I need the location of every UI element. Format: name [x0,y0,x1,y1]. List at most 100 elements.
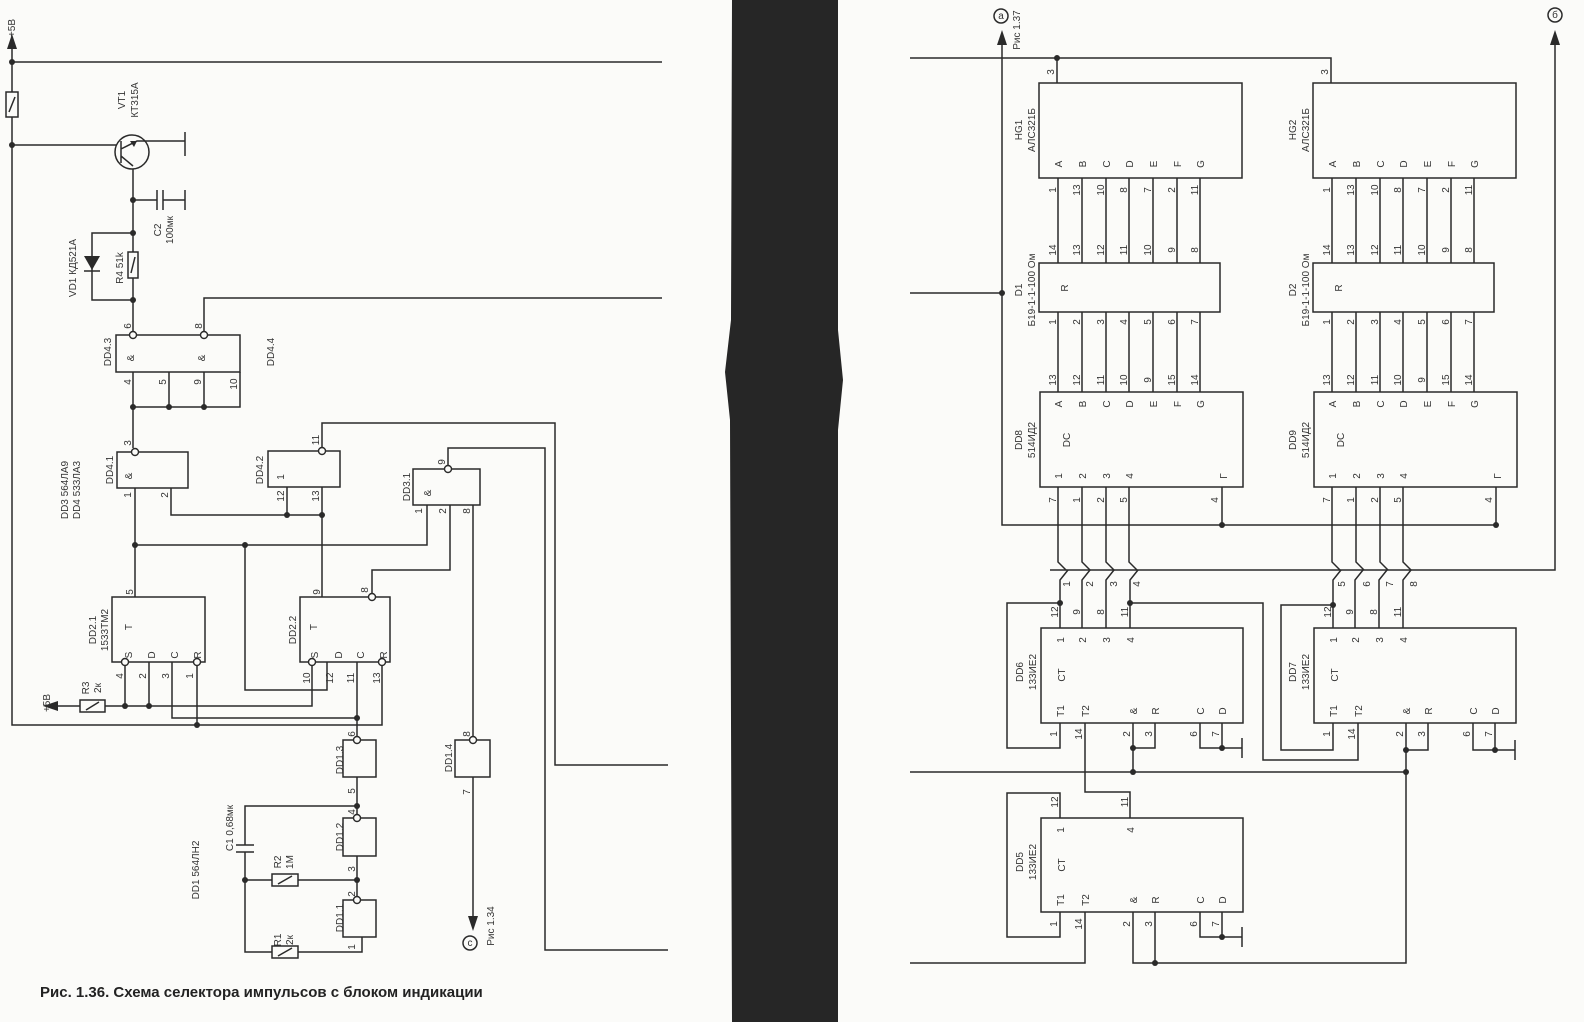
pin-number: 9 [1167,247,1178,253]
pin-number: 8 [1464,247,1475,253]
right-hg2-type-label: АЛС321Б [1301,108,1312,152]
left-r1-ref-label: R1 [273,933,284,946]
wire [286,422,668,766]
counter-dd5 [1040,817,1244,913]
pin-number: 1 [1322,319,1333,325]
segment-label: C [1102,160,1113,167]
left-dd4-3-ref-label: DD4.3 [103,337,114,366]
pin-number: 9 [1345,609,1356,615]
right-d2-type-label: Б19-1-1-100 Ом [1301,253,1312,326]
junction-dot [1130,745,1136,751]
junction-dot [130,404,136,410]
pin-number: 4 [1393,319,1404,325]
input-label: S [310,651,321,658]
right-d1-ref-label: D1 [1014,283,1025,296]
input-label: 2 [1352,473,1363,479]
output-label: 1 [1056,827,1067,833]
pin-number: 8 [1369,609,1380,615]
output-label: 2 [1078,637,1089,643]
input-label: D [147,651,158,658]
bus-line-label: 2 [1085,581,1096,587]
pin-number: 1 [1072,497,1083,503]
pin-number: 8 [360,587,371,593]
bus-entry [1105,487,1115,571]
control-label: T2 [1354,705,1365,717]
pin-number: 8 [1393,187,1404,193]
left-dd4-1-symbol-label: & [124,472,135,479]
control-label: T1 [1056,894,1067,906]
right-hg2-ref-label: HG2 [1288,119,1299,140]
supply-arrow-icon [7,34,17,49]
pin-number: 14 [1464,374,1475,386]
input-label: 4 [1125,473,1136,479]
resistor-slash [277,947,293,957]
scan-binding-shadow [725,0,843,1022]
wire [203,297,662,331]
bus-entry [1057,487,1067,571]
output-label: 3 [1375,637,1386,643]
left-dd4-2-symbol-label: 1 [276,474,287,480]
bus-entry [1059,569,1069,628]
left-c2-value-label: 100мк [165,215,176,244]
pin-number: 5 [158,379,169,385]
bus-entry [1081,487,1091,571]
pin-number: 2 [438,508,449,514]
decoder-dd [1039,391,1244,488]
control-label: T1 [1056,705,1067,717]
control-label: R [1424,707,1435,714]
pin-number: 3 [1144,731,1155,737]
segment-label: G [1196,160,1207,168]
control-label: T2 [1081,894,1092,906]
pin-number: 12 [1370,244,1381,256]
bus-entry [1128,487,1138,571]
pin-number: 6 [123,323,134,329]
resistor-slash [8,96,16,113]
gate-dd4-3-4 [115,334,241,373]
flipflop-dd2-2 [299,596,391,663]
pin-number: 12 [1346,374,1357,386]
wire [1132,723,1243,772]
left-dd2-2-symbol-label: T [309,624,320,630]
right-dd5-type-label: 133ИЕ2 [1028,844,1039,881]
left-dd4-1-ref-label: DD4.1 [105,455,116,484]
inverter-bubble [352,813,362,823]
gate-dd4-1 [116,451,189,489]
input-label: R [193,651,204,658]
right-dd8-ref-label: DD8 [1014,430,1025,450]
output-label: E [1423,400,1434,407]
left-dd1-4-pins-0-label: 8 [462,731,473,737]
output-label: 2 [1351,637,1362,643]
right-dd7-symbol-label: CT [1330,668,1341,681]
bus-line-label: 4 [1132,581,1143,587]
pin-number: 2 [1096,497,1107,503]
right-d2-ref-label: D2 [1288,283,1299,296]
output-label: 4 [1126,637,1137,643]
control-label: R [1151,707,1162,714]
left-r4-label: R4 51k [115,251,126,284]
left-dd1-2-pins-0-label: 4 [347,809,358,815]
output-label: A [1328,400,1339,407]
connector-b-circle [1547,7,1563,23]
pin-number: 1 [1322,731,1333,737]
counter-dd [1040,627,1244,724]
resistor-slash [85,701,100,711]
bus-entry [1129,569,1139,628]
wire [91,232,133,301]
left-dd2-1-ref-label: DD2.1 [88,615,99,644]
gate-dd3-1 [412,468,481,506]
input-label: D [334,651,345,658]
left-dd1-type-label: DD1 564ЛН2 [191,840,202,899]
segment-label: E [1423,160,1434,167]
pin-number: 15 [1167,374,1178,386]
output-label: B [1352,400,1363,407]
pin-number: 10 [1417,244,1428,256]
input-label: 1 [1054,473,1065,479]
control-label: D [1491,707,1502,714]
control-label: D [1218,707,1229,714]
bus-entry [1331,487,1341,571]
wire [1130,602,1359,761]
pin-number: 12 [1050,606,1061,618]
pin-number: 1 [1049,921,1060,927]
pin-number: 13 [311,490,322,502]
